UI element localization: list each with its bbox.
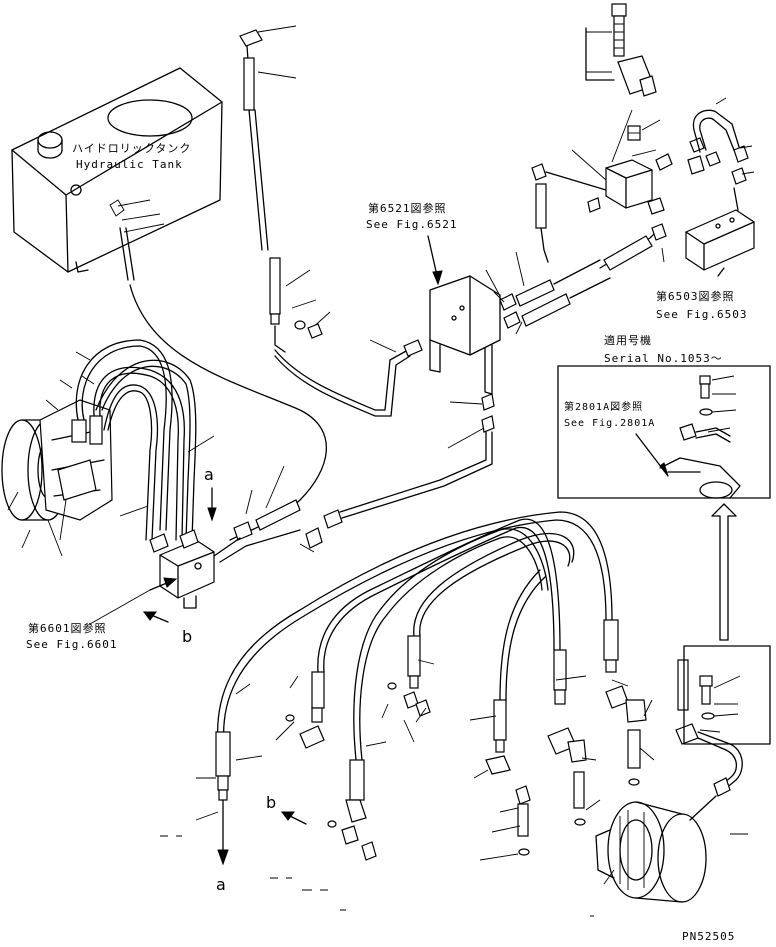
- manifold-fittings: [213, 499, 323, 563]
- ref-6503-label-en: See Fig.6503: [656, 308, 747, 321]
- bracket-fittings: [499, 259, 611, 329]
- ref-6601-label-en: See Fig.6601: [26, 638, 117, 651]
- view-arrow-b-bottom-label: b: [266, 793, 276, 812]
- ref-6503-label-jp: 第6503図参照: [656, 289, 735, 303]
- upper-suction-hose: [239, 29, 286, 353]
- upper-pipe: [274, 339, 423, 417]
- view-arrow-a-label: a: [204, 465, 214, 484]
- top-right-loop-pipe: [692, 109, 749, 185]
- drawing-number: PN52505: [682, 930, 735, 943]
- ref-6521-label-en: See Fig.6521: [366, 218, 457, 231]
- tank-label-jp: ハイドロリックタンク: [72, 142, 191, 155]
- serial-inset-box: [557, 365, 771, 499]
- ref-2801a-label-en: See Fig.2801A: [564, 418, 655, 429]
- inset-reference-arrow: [711, 503, 737, 641]
- motor-detail-box: [683, 645, 771, 745]
- hydraulic-pump: [1, 399, 113, 521]
- valve-to-bracket-hose: [531, 163, 667, 271]
- tank-label-en: Hydraulic Tank: [76, 158, 183, 171]
- ref-2801a-label-jp: 第2801A図参照: [564, 400, 643, 413]
- inset-parts: [659, 375, 741, 499]
- solenoid-valve-assembly: [587, 3, 721, 215]
- ref-6521-label-jp: 第6521図参照: [368, 201, 447, 215]
- bracket-drain-pipe: [323, 393, 495, 529]
- tank-return-hose: [119, 227, 327, 541]
- view-arrow-b-label: b: [182, 627, 192, 646]
- motor-supply-pipe: [675, 675, 743, 821]
- control-manifold: [149, 529, 215, 609]
- center-bracket: [429, 275, 501, 395]
- view-arrow-a-bottom-label: a: [216, 875, 226, 894]
- ref-6601-label-jp: 第6601図参照: [28, 621, 107, 635]
- valve-block-6503: [685, 209, 755, 271]
- hose-end-fittings: [215, 619, 689, 823]
- hydraulic-tank: [11, 67, 223, 273]
- lower-small-fittings: [285, 682, 647, 861]
- travel-motor-hose-loops: [216, 511, 613, 761]
- travel-motor: [595, 801, 707, 903]
- serial-label-en: Serial No.1053～: [604, 352, 723, 365]
- serial-label-jp: 適用号機: [604, 333, 652, 347]
